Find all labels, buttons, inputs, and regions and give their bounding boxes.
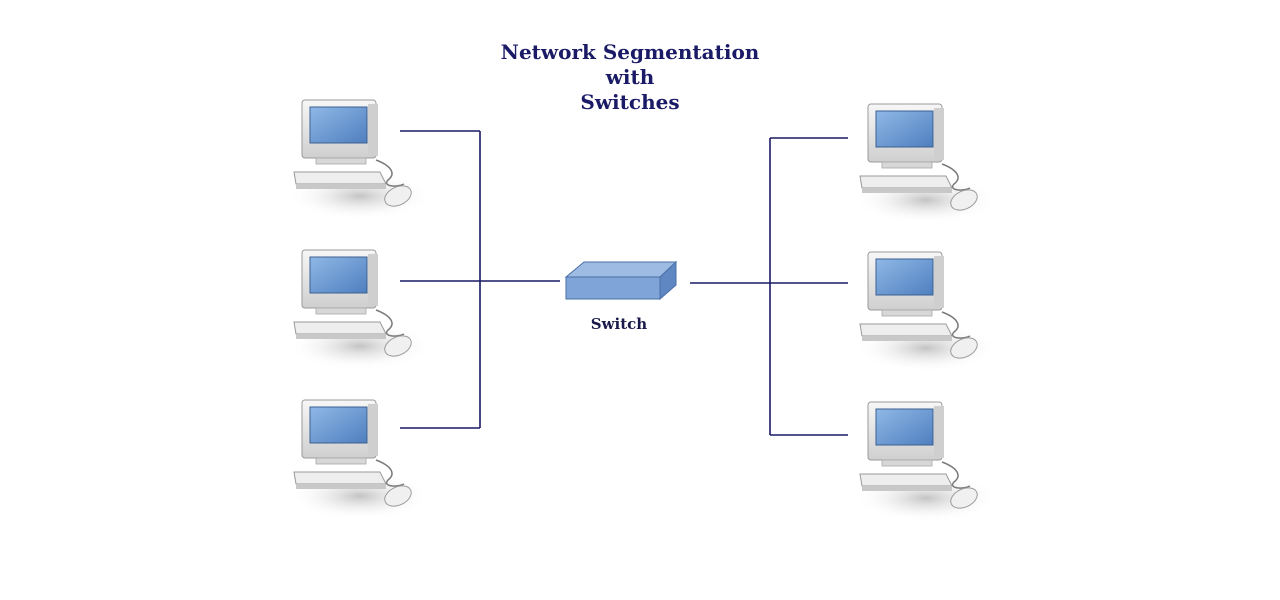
right-connections	[690, 137, 848, 436]
switch-icon	[564, 260, 678, 301]
diagram-title: Network Segmentation with Switches	[460, 40, 800, 115]
switch-label: Switch	[590, 315, 648, 333]
title-line-2: with	[605, 65, 655, 89]
title-line-1: Network Segmentation	[500, 40, 760, 64]
computer-icon-left-2	[287, 249, 433, 371]
computer-icon-left-3	[287, 399, 433, 521]
computer-icon-right-1	[853, 103, 999, 225]
computer-icon-left-1	[287, 99, 433, 221]
title-line-3: Switches	[580, 90, 680, 114]
computer-icon-right-2	[853, 251, 999, 373]
left-connections	[400, 130, 560, 429]
computer-icon-right-3	[853, 401, 999, 523]
